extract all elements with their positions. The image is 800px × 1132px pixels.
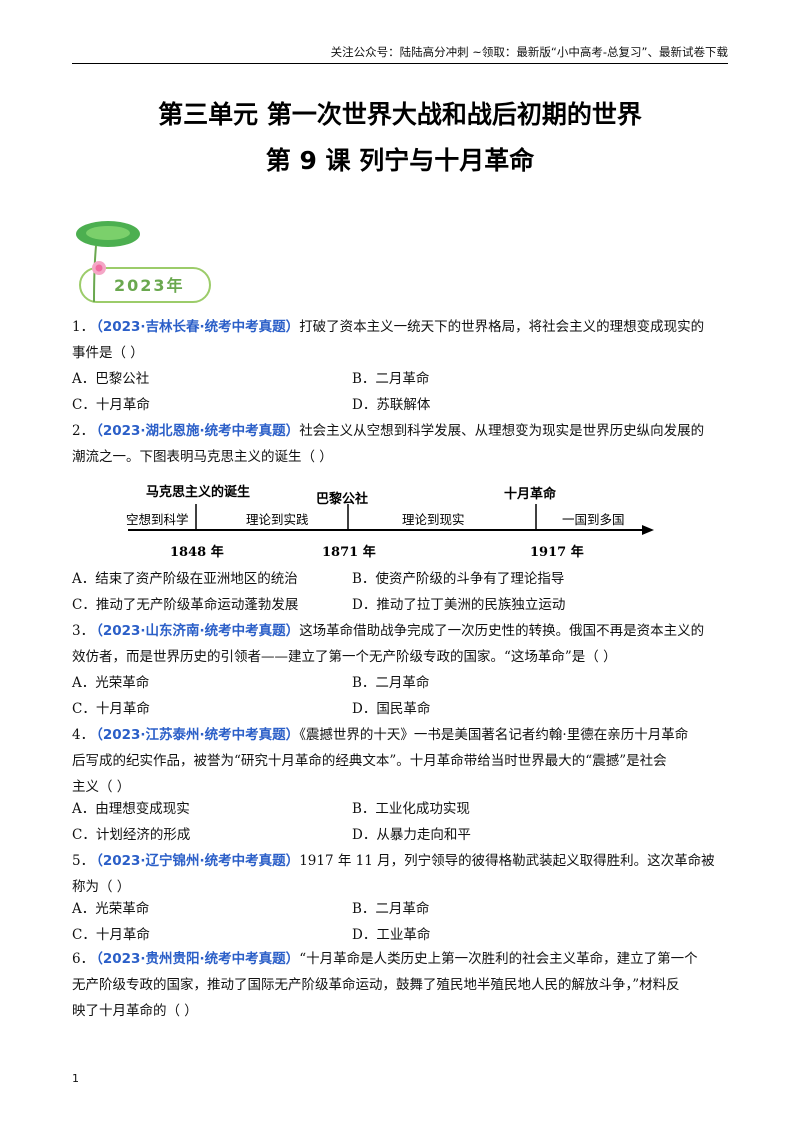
marxism-timeline: 马克思主义的诞生 巴黎公社 十月革命 空想到科学 理论到实践 理论到现实 一国到… [126,484,654,560]
header-divider [72,63,728,64]
phase-label: 空想到科学 [126,512,189,527]
option-d[interactable]: D．工业革命 [352,927,431,943]
phase-label: 一国到多国 [562,512,625,527]
option-d[interactable]: D．国民革命 [352,701,431,717]
question-source: （2023·江苏泰州·统考中考真题） [96,727,300,743]
option-a[interactable]: A．结束了资产阶级在亚洲地区的统治 [72,571,298,587]
badge-frame [79,267,211,303]
option-c[interactable]: C．十月革命 [72,701,150,717]
option-c[interactable]: C．十月革命 [72,397,150,413]
question-source: （2023·湖北恩施·统考中考真题） [96,423,300,439]
event-label: 巴黎公社 [316,491,368,507]
event-label: 十月革命 [504,486,557,502]
question-3: 3．（2023·山东济南·统考中考真题）这场革命借助战争完成了一次历史性的转换。… [72,623,705,665]
option-a[interactable]: A．光荣革命 [72,675,150,691]
year-label: 1871 年 [322,544,376,560]
question-1: 1．（2023·吉林长春·统考中考真题）打破了资本主义一统天下的世界格局，将社会… [72,319,705,361]
option-b[interactable]: B．二月革命 [352,901,430,917]
option-b[interactable]: B．二月革命 [352,371,430,387]
phase-label: 理论到现实 [402,512,465,527]
year-label: 1917 年 [530,544,584,560]
question-6: 6．（2023·贵州贵阳·统考中考真题）“十月革命是人类历史上第一次胜利的社会主… [72,951,698,1019]
question-source: （2023·辽宁锦州·统考中考真题） [96,853,300,869]
lesson-title: 第 9 课 列宁与十月革命 [265,146,535,175]
unit-title: 第三单元 第一次世界大战和战后初期的世界 [158,100,642,129]
arrow-right-icon [642,525,654,535]
option-c[interactable]: C．十月革命 [72,927,150,943]
option-b[interactable]: B．工业化成功实现 [352,801,470,817]
question-source: （2023·贵州贵阳·统考中考真题） [96,951,300,967]
option-a[interactable]: A．巴黎公社 [72,371,150,387]
question-2: 2．（2023·湖北恩施·统考中考真题）社会主义从空想到科学发展、从理想变为现实… [72,423,705,465]
question-5: 5．（2023·辽宁锦州·统考中考真题）1917 年 11 月，列宁领导的彼得格… [72,853,715,895]
option-c[interactable]: C．推动了无产阶级革命运动蓬勃发展 [72,597,299,613]
phase-label: 理论到实践 [246,512,309,527]
year-badge: 2023年 [76,221,211,303]
option-b[interactable]: B．使资产阶级的斗争有了理论指导 [352,571,565,587]
option-d[interactable]: D．推动了拉丁美洲的民族独立运动 [352,597,566,613]
question-source: （2023·吉林长春·统考中考真题） [96,319,300,335]
option-c[interactable]: C．计划经济的形成 [72,827,191,843]
option-d[interactable]: D．从暴力走向和平 [352,827,471,843]
question-4: 4．（2023·江苏泰州·统考中考真题）《震撼世界的十天》一书是美国著名记者约翰… [72,727,689,795]
option-d[interactable]: D．苏联解体 [352,397,431,413]
event-label: 马克思主义的诞生 [146,484,250,500]
question-source: （2023·山东济南·统考中考真题） [96,623,300,639]
year-label: 1848 年 [170,544,224,560]
page-header: 关注公众号：陆陆高分冲刺 ~领取：最新版“小中高考-总复习”、最新试卷下载 [330,45,728,59]
page-number: 1 [72,1072,79,1085]
option-a[interactable]: A．光荣革命 [72,901,150,917]
option-a[interactable]: A．由理想变成现实 [72,801,190,817]
badge-year-text: 2023年 [114,276,185,295]
option-b[interactable]: B．二月革命 [352,675,430,691]
